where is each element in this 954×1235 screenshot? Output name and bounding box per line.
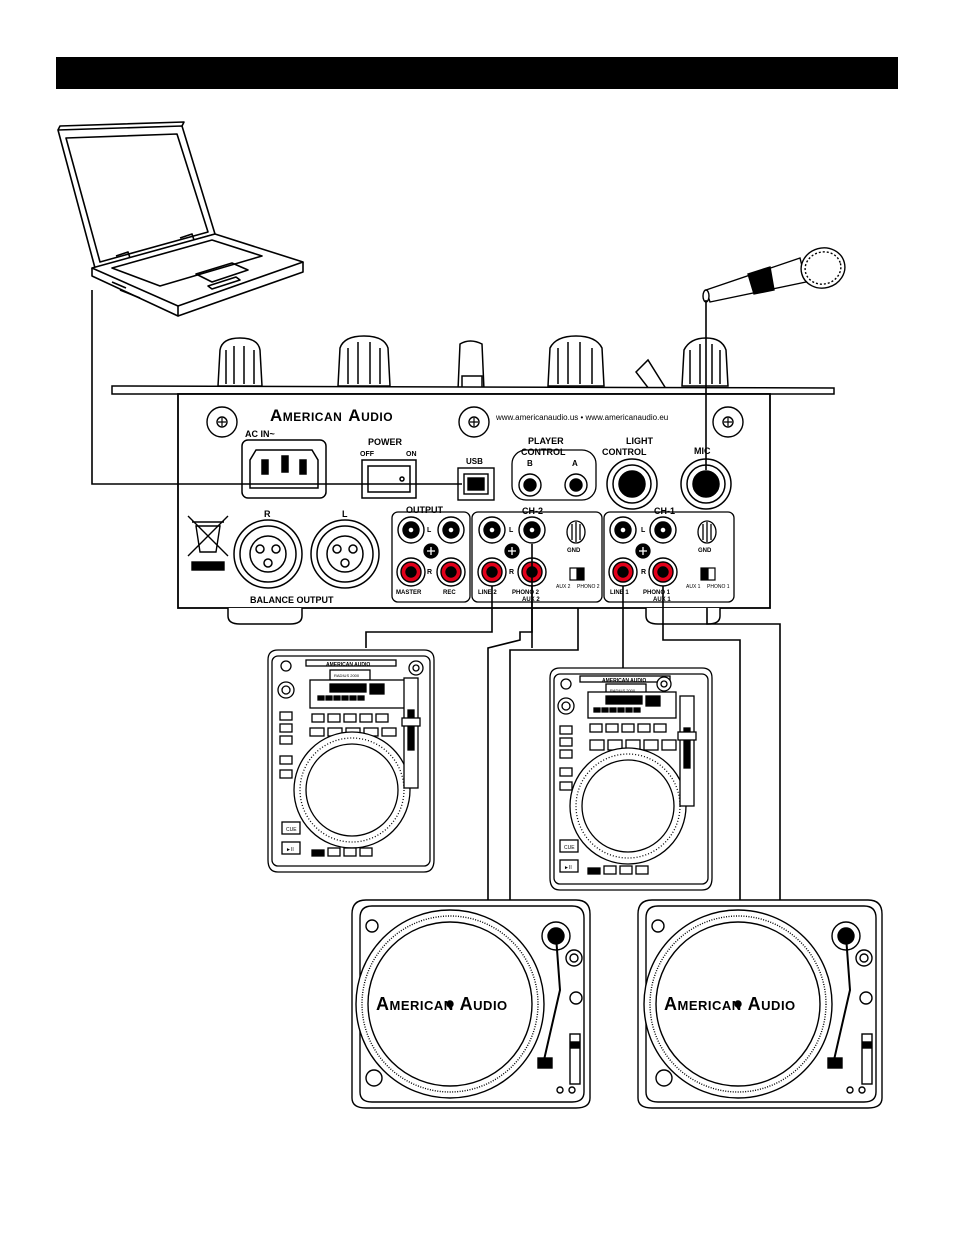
power-off-label: OFF: [360, 451, 375, 458]
cd2-model: RADIUS 2000: [610, 688, 636, 693]
ch2-gnd-label: GND: [567, 548, 581, 554]
power-on-label: ON: [406, 451, 417, 458]
cd1-brand: AMERICAN AUDIO: [326, 662, 370, 668]
cd1-line2-cable-l: [365, 586, 493, 648]
light-control-label-1: LIGHT: [626, 436, 653, 446]
ch2-label: CH-2: [522, 506, 543, 516]
player-control-label-1: PLAYER: [528, 436, 564, 446]
ch1-r-label: R: [641, 569, 646, 576]
rca-line2-l[interactable]: [478, 516, 506, 544]
header-bar: [56, 57, 898, 89]
recycle-bin-icon: [187, 515, 229, 571]
aux2-label: AUX 2: [522, 597, 540, 603]
xlr-l-label: L: [342, 509, 348, 519]
player-control-label-2: CONTROL: [521, 447, 566, 457]
ground-screw-icon: [423, 543, 439, 559]
tt1-phono2-cable-a: [487, 544, 533, 900]
mixer-url: www.americanaudio.us • www.americanaudio…: [495, 413, 668, 422]
cd-player-left: CUE ►II: [267, 649, 435, 873]
rca-phono1-l[interactable]: [649, 516, 677, 544]
laptop-icon: [57, 121, 304, 317]
aux2-switch-label: AUX 2: [556, 584, 571, 590]
gnd-terminal-ch1[interactable]: [697, 520, 717, 544]
usb-cable: [91, 290, 462, 485]
light-control-label-2: CONTROL: [602, 447, 647, 457]
cd2-brand: AMERICAN AUDIO: [602, 678, 646, 684]
tt1-gnd-cable: [509, 608, 579, 900]
cd2-cue-label: CUE: [564, 845, 575, 851]
rca-master-r[interactable]: [396, 557, 426, 587]
tt2-gnd-cable: [706, 608, 781, 900]
balance-output-label: BALANCE OUTPUT: [250, 595, 334, 605]
player-a-label: A: [572, 459, 578, 468]
mic-label: MIC: [694, 446, 711, 456]
cables: [91, 290, 781, 900]
rca-phono2-l[interactable]: [518, 516, 546, 544]
phono1-switch-label: PHONO 1: [707, 584, 730, 590]
xlr-output-l[interactable]: [310, 519, 380, 589]
light-control-jack[interactable]: [606, 458, 658, 510]
rca-rec-r[interactable]: [436, 557, 466, 587]
rec-label: REC: [443, 590, 456, 596]
ch1-l-label: L: [641, 527, 646, 534]
player-b-label: B: [527, 459, 533, 468]
mixer-knobs: [217, 335, 729, 399]
ch2-r-label: R: [509, 569, 514, 576]
rca-master-l[interactable]: [397, 516, 425, 544]
line1-label: LINE 1: [610, 590, 629, 596]
output-r-label: R: [427, 569, 432, 576]
ac-socket: [241, 439, 327, 499]
cd1-play-label: ►II: [286, 847, 294, 853]
xlr-r-label: R: [264, 509, 271, 519]
cd-player-right: CUE ►II: [549, 667, 713, 891]
master-label: MASTER: [396, 590, 422, 596]
power-switch[interactable]: [361, 459, 417, 499]
ch1-label: CH-1: [654, 506, 675, 516]
power-label: POWER: [368, 437, 403, 447]
turntable-left: [351, 899, 591, 1109]
ch2-input-switch[interactable]: [569, 567, 585, 581]
phono2-label: PHONO 2: [512, 590, 540, 596]
phono1-label: PHONO 1: [643, 590, 671, 596]
cd1-cue-label: CUE: [286, 827, 297, 833]
ch1-gnd-label: GND: [698, 548, 712, 554]
rca-line2-r[interactable]: [477, 557, 507, 587]
output-l-label: L: [427, 527, 432, 534]
microphone-icon: [702, 247, 846, 303]
usb-label: USB: [466, 457, 483, 466]
cd2-play-label: ►II: [564, 865, 572, 871]
phono2-switch-label: PHONO 2: [577, 584, 600, 590]
rca-line1-r[interactable]: [608, 557, 638, 587]
usb-port[interactable]: [457, 467, 495, 501]
cd1-model: RADIUS 2000: [334, 673, 360, 678]
aux1-switch-label: AUX 1: [686, 584, 701, 590]
aux1-label: AUX 1: [653, 597, 671, 603]
ch1-input-switch[interactable]: [700, 567, 716, 581]
rca-phono1-r[interactable]: [648, 557, 678, 587]
turntable-right: [637, 899, 883, 1109]
gnd-terminal-ch2[interactable]: [566, 520, 586, 544]
tt2-phono1-cable: [662, 586, 741, 900]
player-control-jacks[interactable]: [518, 473, 588, 497]
ch2-l-label: L: [509, 527, 514, 534]
output-label: OUTPUT: [406, 505, 444, 515]
rca-line1-l[interactable]: [609, 516, 637, 544]
line2-label: LINE 2: [478, 590, 497, 596]
ac-in-label: AC IN~: [245, 429, 275, 439]
rca-rec-l[interactable]: [437, 516, 465, 544]
xlr-output-r[interactable]: [233, 519, 303, 589]
